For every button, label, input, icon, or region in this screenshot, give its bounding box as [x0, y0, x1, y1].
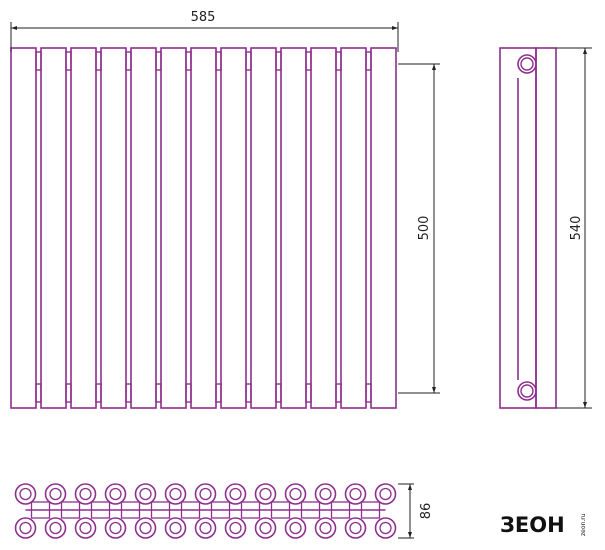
top-view-tube [284, 517, 307, 539]
logo-domain: zeon.ru [580, 513, 587, 536]
top-view-link [300, 501, 321, 519]
zeon-logo: ЗЕОН zeon.ru [500, 513, 587, 537]
front-section [370, 47, 397, 409]
front-section [220, 47, 247, 409]
top-view-link [120, 501, 141, 519]
top-view-link [240, 501, 261, 519]
top-view-link [210, 501, 231, 519]
top-view-tube [74, 483, 97, 505]
front-view [10, 47, 397, 409]
top-view-tube [224, 483, 247, 505]
side-view [499, 47, 557, 409]
top-view-link [270, 501, 291, 519]
top-view-tube [344, 517, 367, 539]
top-view-tube [44, 517, 67, 539]
top-view-tube [104, 517, 127, 539]
front-section [100, 47, 127, 409]
top-view-tube [164, 483, 187, 505]
top-view-tube [14, 517, 37, 539]
front-section [130, 47, 157, 409]
top-view-link [360, 501, 381, 519]
top-view-tube [194, 517, 217, 539]
top-view-tube [104, 483, 127, 505]
front-section [310, 47, 337, 409]
top-view [14, 483, 397, 539]
top-view-tube [374, 483, 397, 505]
top-view-tube [284, 483, 307, 505]
overall-height-label: 540 [569, 216, 584, 241]
front-section [160, 47, 187, 409]
top-view-tube [14, 483, 37, 505]
top-view-tube [74, 517, 97, 539]
axis-distance-label: 500 [417, 216, 432, 241]
overall-width-label: 585 [191, 10, 216, 25]
front-section [250, 47, 277, 409]
front-section [70, 47, 97, 409]
front-section [280, 47, 307, 409]
depth-label: 86 [419, 503, 434, 520]
top-view-tube [164, 517, 187, 539]
top-view-tube [314, 483, 337, 505]
top-view-tube [374, 517, 397, 539]
front-section [10, 47, 37, 409]
side-top-connection [517, 54, 537, 74]
width-dimension: 585 [10, 10, 399, 52]
top-view-link [60, 501, 81, 519]
height-dimension: 540 [556, 47, 592, 409]
depth-dimension: 86 [398, 483, 434, 539]
top-view-tube [254, 517, 277, 539]
top-view-tube [134, 483, 157, 505]
front-section [40, 47, 67, 409]
top-view-link [180, 501, 201, 519]
top-view-link [30, 501, 51, 519]
top-view-tube [344, 483, 367, 505]
front-section [190, 47, 217, 409]
top-view-tube [134, 517, 157, 539]
logo-brand: ЗЕОН [500, 513, 565, 537]
top-view-tube [194, 483, 217, 505]
top-view-link [330, 501, 351, 519]
top-view-link [90, 501, 111, 519]
side-bottom-connection [517, 381, 537, 401]
top-view-link [150, 501, 171, 519]
top-view-tube [314, 517, 337, 539]
axis-distance-dimension: 500 [398, 63, 440, 394]
top-view-tube [254, 483, 277, 505]
top-view-tube [44, 483, 67, 505]
front-section [340, 47, 367, 409]
top-view-tube [224, 517, 247, 539]
